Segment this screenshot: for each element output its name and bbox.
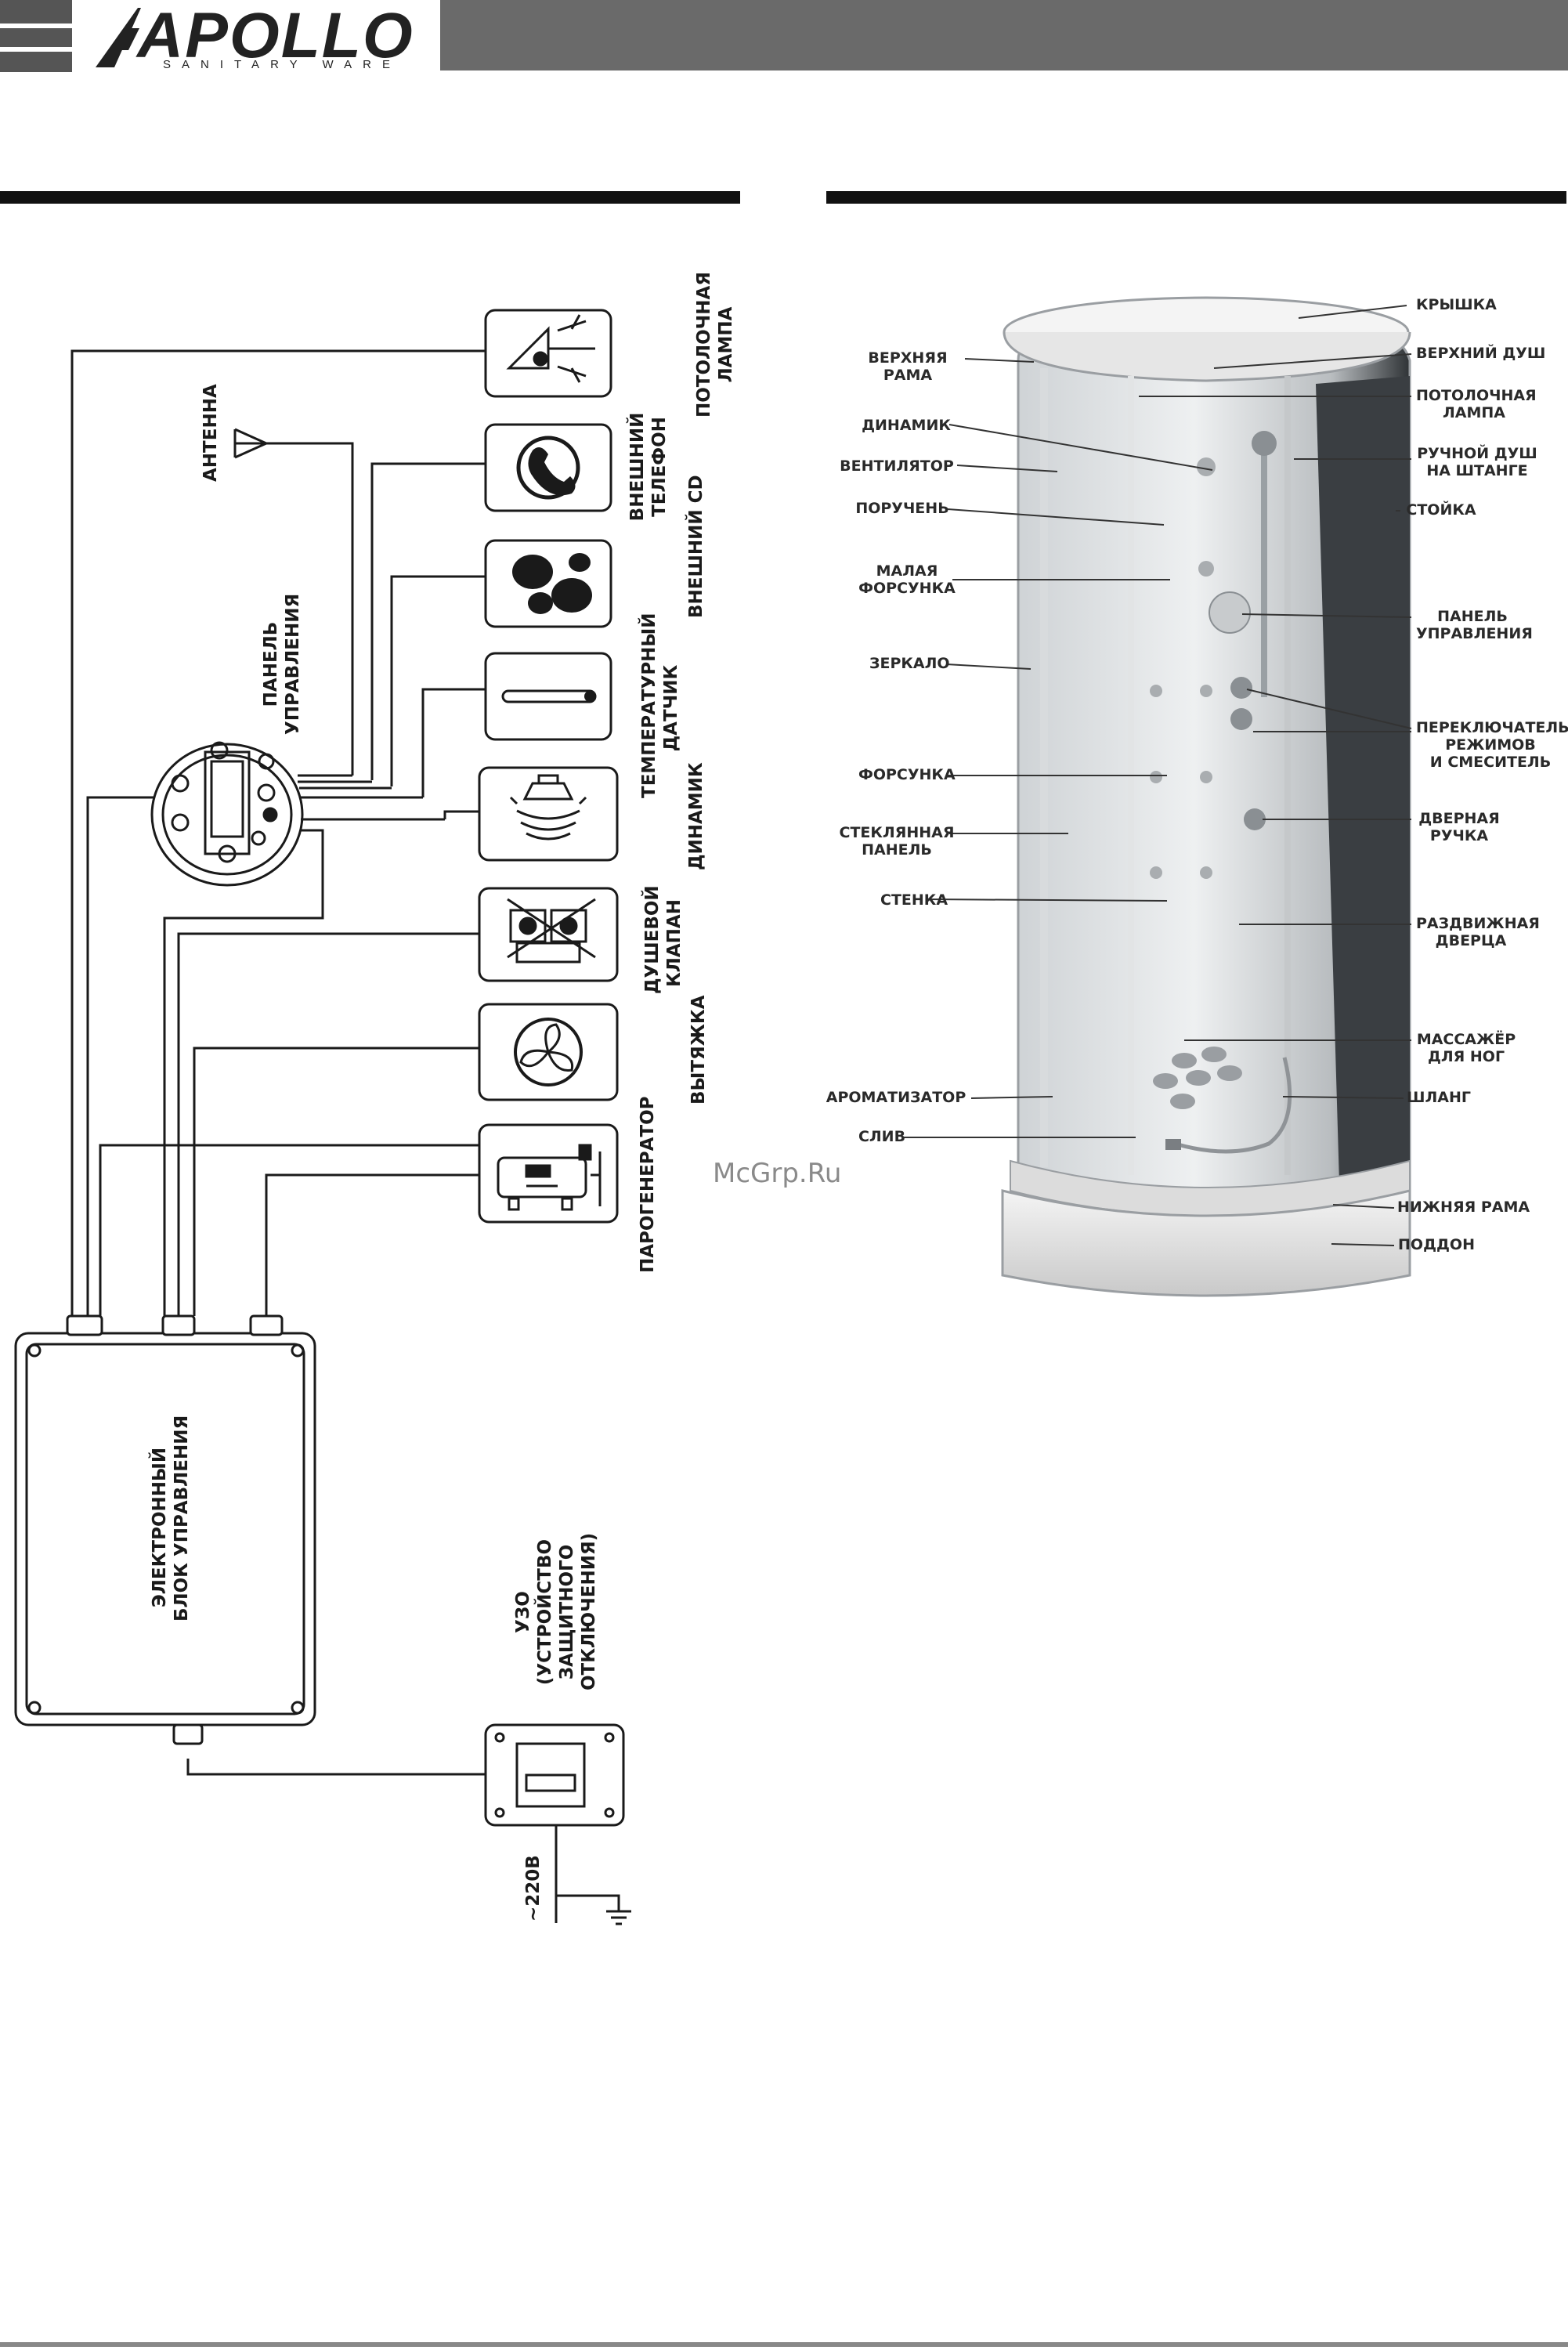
label-glass-panel: СТЕКЛЯННАЯ ПАНЕЛЬ	[839, 824, 955, 859]
wiring-diagram	[14, 309, 631, 1925]
temp-box	[484, 652, 612, 741]
wire-unit-rcd	[186, 1759, 486, 1776]
label-hand-shower: РУЧНОЙ ДУШ НА ШТАНГЕ	[1417, 445, 1537, 479]
cable-glands	[66, 1314, 284, 1745]
ceiling-lamp-icon	[506, 314, 595, 383]
label-cover: КРЫШКА	[1416, 296, 1497, 313]
label-rack: СТОЙКА	[1406, 501, 1476, 519]
label-electronic-unit: ЭЛЕКТРОННЫЙ БЛОК УПРАВЛЕНИЯ	[150, 1415, 192, 1622]
label-top-frame: ВЕРХНЯЯ РАМА	[868, 349, 948, 384]
thermometer-icon	[501, 689, 597, 703]
label-ventilator: ВЕНТИЛЯТОР	[840, 457, 954, 475]
wire-fan	[193, 1047, 486, 1316]
callout-leader-lines	[904, 305, 1412, 1246]
label-cabin-control-panel: ПАНЕЛЬ УПРАВЛЕНИЯ	[1416, 608, 1533, 642]
wire-temp	[421, 688, 486, 797]
phone-icon	[516, 436, 580, 500]
footer-rule	[0, 2342, 1568, 2347]
label-cabin-ceiling-lamp: ПОТОЛОЧНАЯ ЛАМПА	[1416, 387, 1537, 421]
antenna-icon	[233, 428, 269, 459]
ground-icon	[606, 1910, 631, 1925]
label-bottom-frame: НИЖНЯЯ РАМА	[1397, 1198, 1530, 1216]
label-door-handle: ДВЕРНАЯ РУЧКА	[1418, 810, 1500, 844]
section-bar-right	[826, 191, 1566, 204]
speaker-box	[478, 766, 619, 862]
label-wall: СТЕНКА	[880, 891, 948, 909]
wire-steam-2	[265, 1173, 486, 1316]
label-aroma: АРОМАТИЗАТОР	[826, 1089, 966, 1106]
phone-box	[484, 423, 612, 512]
wire-speaker	[443, 810, 486, 819]
speaker-icon	[509, 774, 587, 841]
brand-subtitle: SANITARY WARE	[163, 58, 401, 71]
wire-antenna	[258, 442, 354, 776]
label-rcd: УЗО (УСТРОЙСТВО ЗАЩИТНОГО ОТКЛЮЧЕНИЯ)	[513, 1532, 599, 1690]
label-nozzle: ФОРСУНКА	[858, 766, 956, 783]
label-mode-switch-mixer: ПЕРЕКЛЮЧАТЕЛЬ РЕЖИМОВ И СМЕСИТЕЛЬ	[1416, 719, 1568, 771]
wire-phone	[370, 462, 486, 780]
label-cabin-speaker: ДИНАМИК	[862, 417, 951, 434]
label-drain: СЛИВ	[858, 1128, 906, 1145]
electronic-unit-box	[14, 1332, 316, 1726]
header-bar	[440, 0, 1568, 70]
label-tray: ПОДДОН	[1398, 1236, 1475, 1253]
section-bar-left	[0, 191, 740, 204]
wire-steam-1	[99, 1144, 486, 1316]
cd-icon	[512, 553, 592, 614]
wire-ground	[556, 1894, 620, 1911]
wire-panel-unit	[86, 796, 163, 1316]
label-sliding-door: РАЗДВИЖНАЯ ДВЕРЦА	[1416, 915, 1540, 949]
label-handrail: ПОРУЧЕНЬ	[855, 500, 949, 517]
wire-valve	[177, 932, 486, 1316]
label-foot-massager: МАССАЖЁР ДЛЯ НОГ	[1416, 1031, 1516, 1065]
control-panel-icon	[150, 741, 304, 887]
brand-logo: APOLLO	[137, 0, 414, 71]
wire-cd	[390, 575, 486, 786]
watermark: McGrp.Ru	[713, 1158, 842, 1189]
fan-icon	[514, 1018, 583, 1086]
valve-icon	[507, 898, 596, 964]
rcd-box	[484, 1723, 625, 1827]
label-voltage: ~220В	[523, 1855, 544, 1922]
wire-panel-unit-2	[163, 829, 324, 1316]
logo-swoosh-icon	[96, 8, 141, 67]
label-small-nozzle: МАЛАЯ ФОРСУНКА	[858, 562, 956, 597]
header-corner-mark	[0, 0, 72, 72]
label-mirror: ЗЕРКАЛО	[869, 655, 950, 672]
wire-lamp	[70, 349, 486, 1316]
steam-generator-icon	[497, 1144, 602, 1211]
label-hose: ШЛАНГ	[1407, 1089, 1471, 1106]
label-top-shower: ВЕРХНИЙ ДУШ	[1416, 345, 1546, 362]
